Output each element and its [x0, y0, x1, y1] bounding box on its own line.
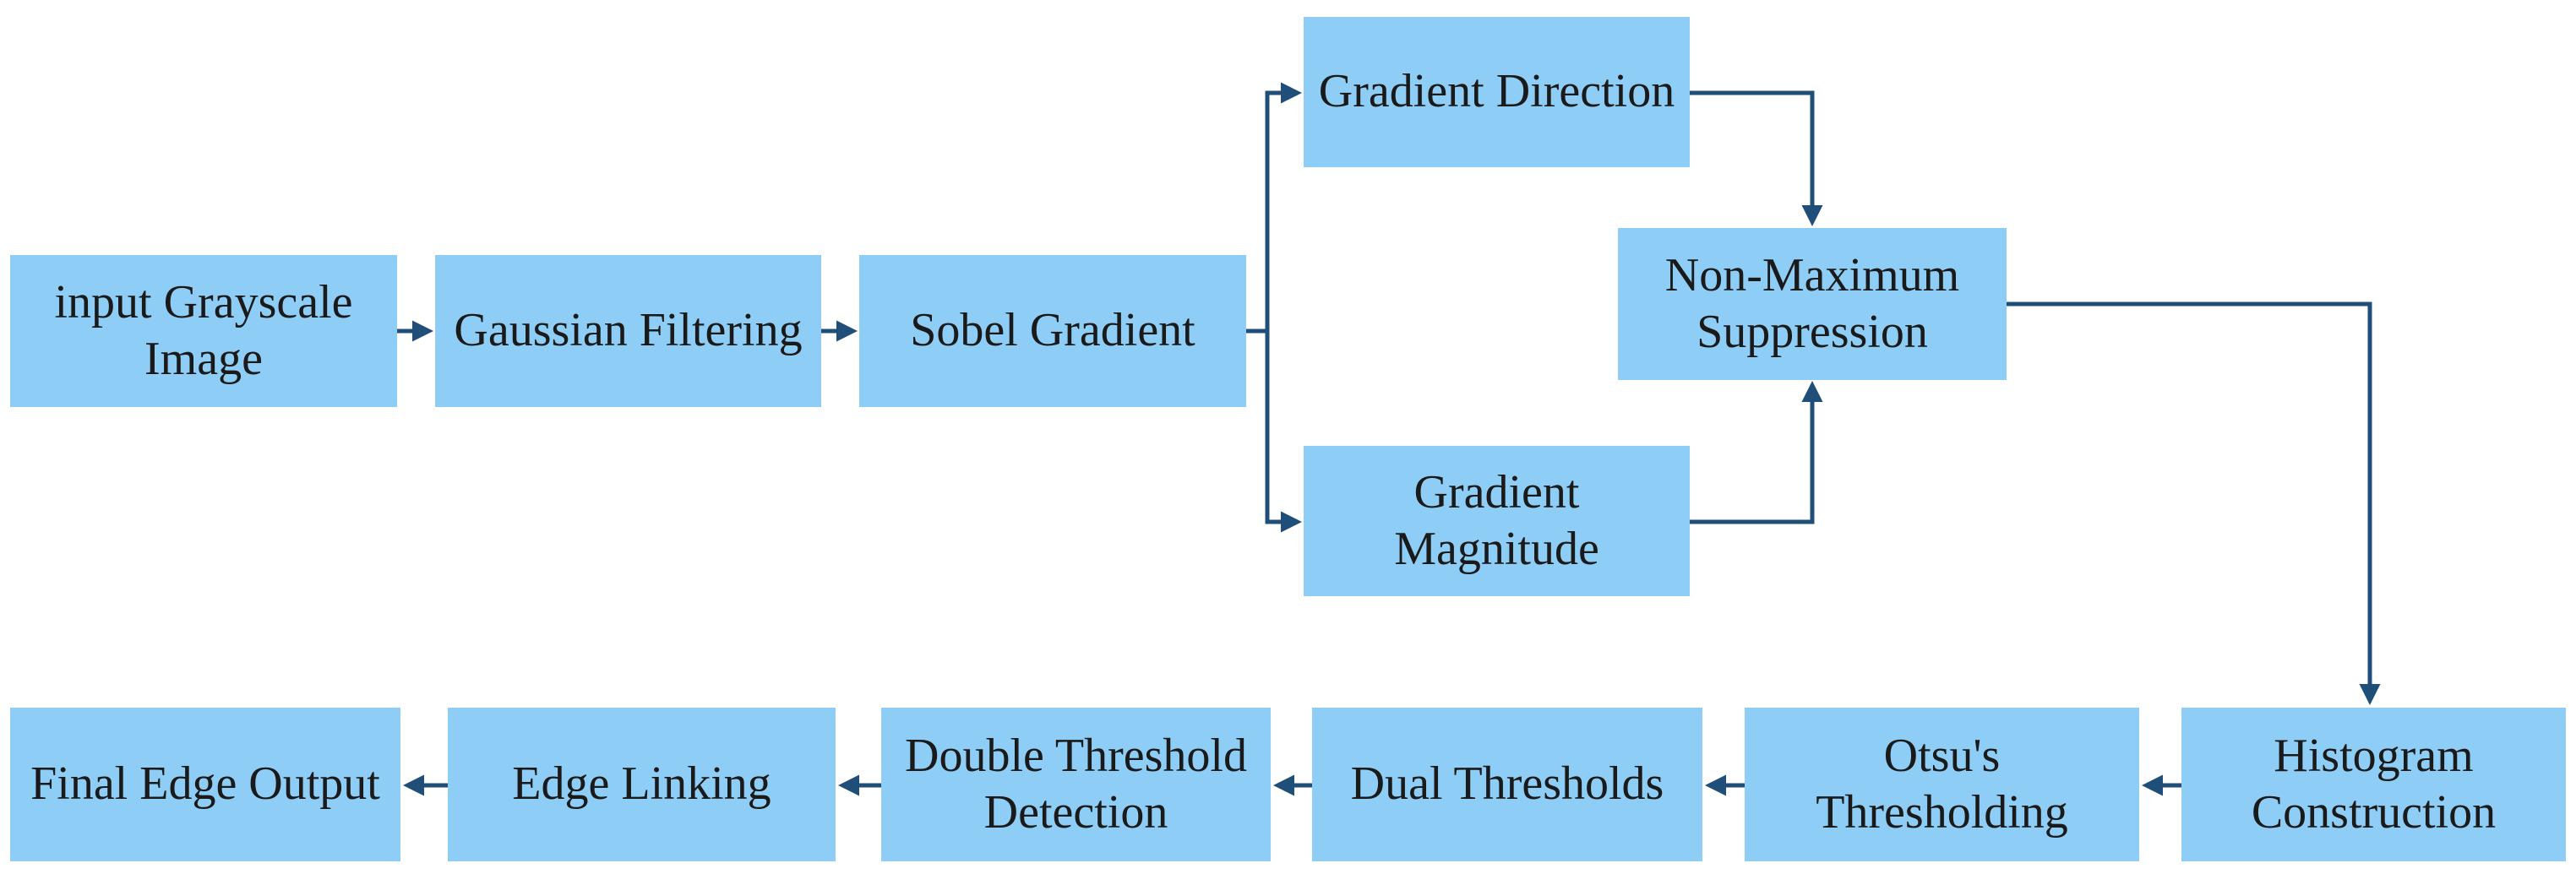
node-otsus-thresholding-label: Otsu's Thresholding [1816, 729, 2068, 839]
node-double-threshold-detection: Double Threshold Detection [881, 708, 1271, 861]
node-non-maximum-suppression-label: Non-Maximum Suppression [1664, 248, 1960, 358]
arrow-sobel-to-direction [1246, 82, 1302, 334]
node-gradient-magnitude-label: Gradient Magnitude [1394, 465, 1599, 575]
node-gaussian-filtering: Gaussian Filtering [435, 255, 821, 407]
node-dual-thresholds: Dual Thresholds [1312, 708, 1702, 861]
node-final-edge-output-label: Final Edge Output [30, 757, 380, 811]
node-sobel-gradient: Sobel Gradient [859, 255, 1246, 407]
node-edge-linking-label: Edge Linking [512, 757, 771, 811]
node-edge-linking: Edge Linking [448, 708, 836, 861]
node-gradient-magnitude: Gradient Magnitude [1304, 446, 1690, 596]
node-non-maximum-suppression: Non-Maximum Suppression [1618, 228, 2007, 380]
node-histogram-construction-label: Histogram Construction [2251, 729, 2497, 839]
node-final-edge-output: Final Edge Output [10, 708, 400, 861]
node-otsus-thresholding: Otsu's Thresholding [1745, 708, 2139, 861]
node-gradient-direction: Gradient Direction [1304, 17, 1690, 167]
node-histogram-construction: Histogram Construction [2181, 708, 2566, 861]
arrow-magnitude-to-nms [1690, 381, 1823, 524]
node-input-grayscale-image-label: input Grayscale Image [54, 275, 353, 385]
node-input-grayscale-image: input Grayscale Image [10, 255, 397, 407]
node-gradient-direction-label: Gradient Direction [1318, 65, 1675, 118]
node-double-threshold-detection-label: Double Threshold Detection [905, 729, 1247, 839]
arrow-sobel-to-magnitude [1265, 331, 1302, 533]
node-sobel-gradient-label: Sobel Gradient [910, 304, 1195, 357]
arrow-nms-to-histogram [2007, 301, 2381, 705]
node-gaussian-filtering-label: Gaussian Filtering [454, 304, 803, 357]
arrow-direction-to-nms [1690, 90, 1823, 226]
node-dual-thresholds-label: Dual Thresholds [1350, 757, 1664, 811]
